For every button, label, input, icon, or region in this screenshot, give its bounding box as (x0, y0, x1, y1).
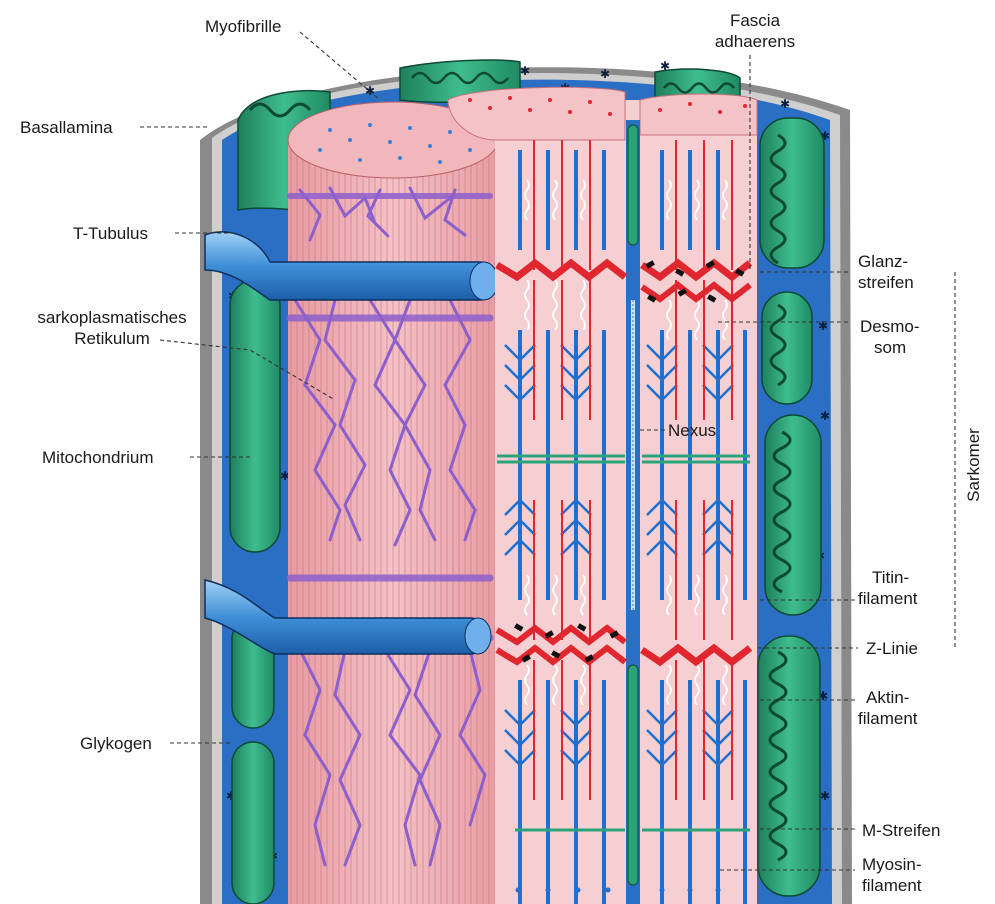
svg-text:✱: ✱ (520, 64, 530, 78)
label-m-streifen: M-Streifen (862, 821, 940, 840)
label-t-tubulus: T-Tubulus (73, 224, 148, 243)
label-aktin-line1: Aktin- (866, 688, 909, 707)
label-aktin-line2: filament (858, 709, 918, 728)
svg-text:✱: ✱ (818, 319, 828, 333)
label-titin-line2: filament (858, 589, 918, 608)
label-desmo-line1: Desmo- (860, 317, 920, 336)
label-myofibrille: Myofibrille (205, 17, 282, 36)
label-basallamina: Basallamina (20, 118, 113, 137)
label-glykogen: Glykogen (80, 734, 152, 753)
myofibril-left (288, 102, 498, 904)
label-z-linie: Z-Linie (866, 639, 918, 658)
label-fascia-line1: Fascia (730, 11, 781, 30)
label-titin-line1: Titin- (872, 568, 909, 587)
label-mitochondrium: Mitochondrium (42, 448, 154, 467)
label-myosin-line1: Myosin- (862, 855, 922, 874)
label-sarko-line1: sarkoplasmatisches (37, 308, 186, 327)
label-nexus: Nexus (668, 421, 716, 440)
svg-text:✱: ✱ (780, 97, 790, 111)
label-glanz-line2: streifen (858, 273, 914, 292)
label-myosin-line2: filament (862, 876, 922, 895)
svg-text:✱: ✱ (820, 789, 830, 803)
svg-text:✱: ✱ (600, 67, 610, 81)
label-sarkomer: Sarkomer (964, 428, 983, 502)
label-desmo-line2: som (874, 338, 906, 357)
intercalated-disc (626, 120, 640, 904)
svg-text:✱: ✱ (820, 409, 830, 423)
label-glanz-line1: Glanz- (858, 252, 908, 271)
label-fascia-line2: adhaerens (715, 32, 795, 51)
label-sarko-line2: Retikulum (74, 329, 150, 348)
